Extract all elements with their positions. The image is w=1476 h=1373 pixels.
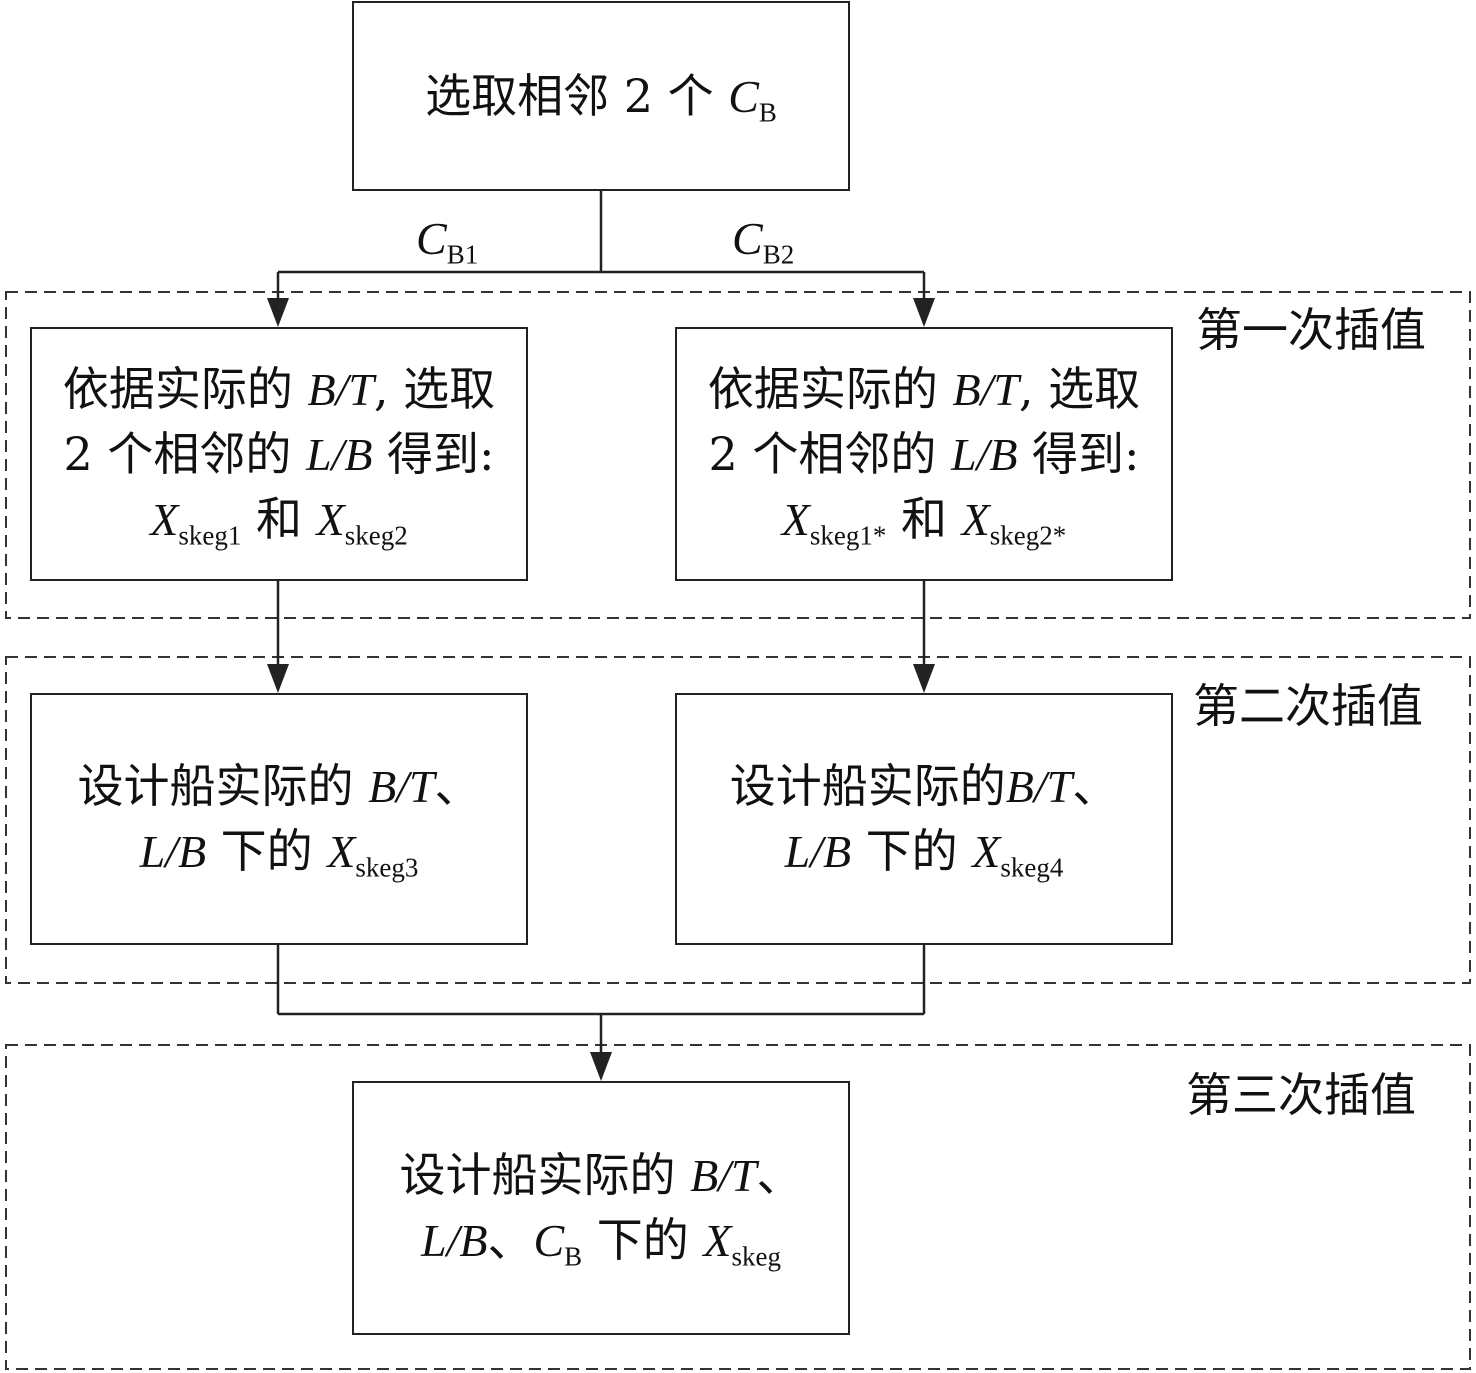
group-label-first: 第一次插值 [1196, 303, 1426, 357]
box-c-line-1: 设计船实际的 B/T、 [77, 759, 481, 813]
box-b-line-1: 依据实际的 B/T, 选取 [707, 361, 1141, 416]
group-frame-third [5, 1044, 1471, 1370]
box-a-line-1: 依据实际的 B/T, 选取 [62, 361, 496, 416]
arrowhead-box-a [267, 298, 289, 327]
box-d-line-2: L/B 下的 Xskeg4 [784, 824, 1064, 883]
group-label-third: 第三次插值 [1186, 1068, 1416, 1122]
first-interp-box-right: 依据实际的 B/T, 选取 2 个相邻的 L/B 得到: Xskeg1* 和 X… [675, 327, 1173, 581]
arrowhead-box-c [267, 664, 289, 693]
box-b-line-3: Xskeg1* 和 Xskeg2* [781, 491, 1067, 550]
box-c-line-2: L/B 下的 Xskeg3 [139, 824, 419, 883]
arrowhead-box-e [590, 1052, 612, 1081]
second-interp-box-left: 设计船实际的 B/T、 L/B 下的 Xskeg3 [30, 693, 528, 945]
box-e-line-2: L/B、CB 下的 Xskeg [420, 1213, 782, 1272]
box-e-line-1: 设计船实际的 B/T、 [399, 1148, 803, 1202]
box-d-line-1: 设计船实际的B/T、 [729, 759, 1119, 813]
edge-label-cb2: CB2 [732, 213, 795, 270]
group-frame-first [5, 291, 1471, 619]
third-interp-box: 设计船实际的 B/T、 L/B、CB 下的 Xskeg [352, 1081, 850, 1335]
box-a-line-3: Xskeg1 和 Xskeg2 [150, 491, 408, 550]
edge-label-cb1: CB1 [416, 213, 479, 270]
second-interp-box-right: 设计船实际的B/T、 L/B 下的 Xskeg4 [675, 693, 1173, 945]
group-frame-second [5, 656, 1471, 984]
first-interp-box-left: 依据实际的 B/T, 选取 2 个相邻的 L/B 得到: Xskeg1 和 Xs… [30, 327, 528, 581]
arrowhead-box-d [913, 664, 935, 693]
arrowhead-box-b [913, 298, 935, 327]
box-a-line-2: 2 个相邻的 L/B 得到: [63, 426, 495, 481]
select-cb-text: 选取相邻 2 个 CB [425, 68, 777, 127]
select-cb-box: 选取相邻 2 个 CB [352, 1, 850, 191]
box-b-line-2: 2 个相邻的 L/B 得到: [708, 426, 1140, 481]
group-label-second: 第二次插值 [1193, 679, 1423, 733]
